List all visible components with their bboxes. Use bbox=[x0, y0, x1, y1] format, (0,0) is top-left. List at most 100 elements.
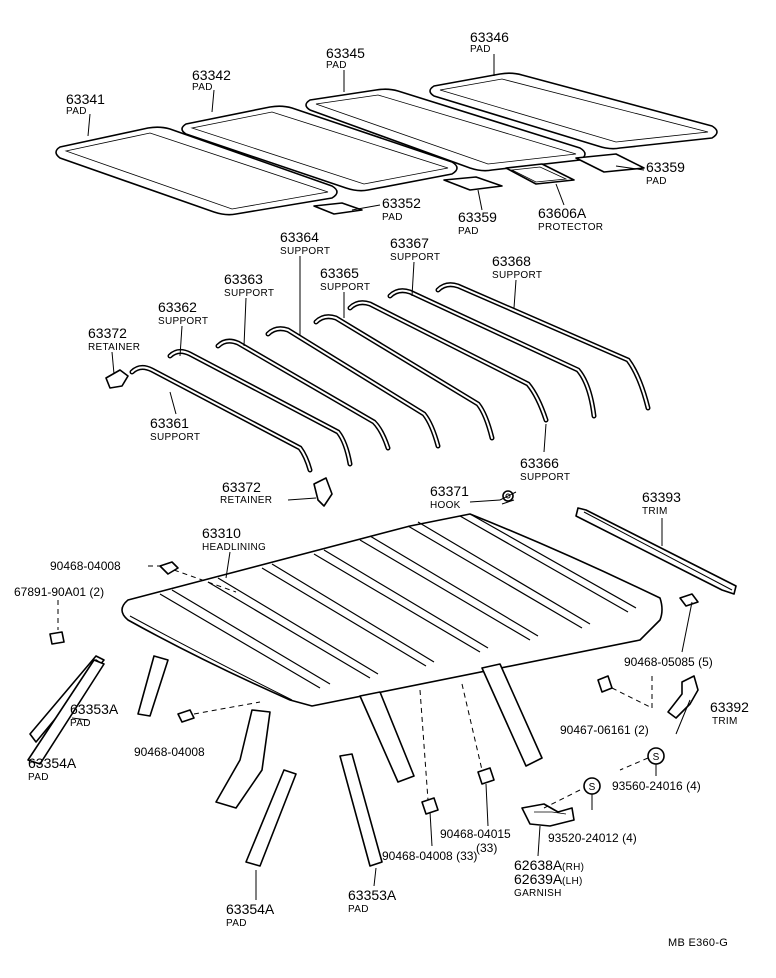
svg-text:PAD: PAD bbox=[382, 212, 403, 223]
svg-text:GARNISH: GARNISH bbox=[514, 888, 562, 899]
svg-text:63341: 63341 bbox=[66, 91, 105, 107]
label-63366: 63366 SUPPORT bbox=[520, 455, 570, 483]
footer-code: MB E360-G bbox=[668, 937, 728, 949]
label-63368: 63368 SUPPORT bbox=[492, 253, 542, 281]
svg-text:PROTECTOR: PROTECTOR bbox=[538, 222, 603, 233]
label-63346: 63346 PAD bbox=[470, 29, 509, 55]
label-63361: 63361 SUPPORT bbox=[150, 415, 200, 443]
svg-text:S: S bbox=[653, 752, 660, 763]
label-93520-24012: 93520-24012 (4) bbox=[548, 831, 637, 845]
support-rod-63365 bbox=[313, 314, 495, 441]
pillar-pad-mid bbox=[359, 691, 415, 783]
support-rod-63366 bbox=[347, 300, 549, 423]
svg-text:63362: 63362 bbox=[158, 299, 197, 315]
pillar-pad-left bbox=[215, 709, 271, 809]
svg-text:RETAINER: RETAINER bbox=[220, 495, 272, 506]
label-63352: 63352 PAD bbox=[382, 195, 421, 223]
svg-text:63354A: 63354A bbox=[28, 755, 77, 771]
svg-text:63310: 63310 bbox=[202, 525, 241, 541]
pad-63354a-left-long bbox=[27, 659, 105, 765]
svg-text:SUPPORT: SUPPORT bbox=[158, 316, 208, 327]
label-90468-04015: 90468-04015 (33) bbox=[440, 827, 511, 855]
label-63359-right: 63359 PAD bbox=[646, 159, 685, 187]
svg-text:63366: 63366 bbox=[520, 455, 559, 471]
label-90468-04008-left: 90468-04008 bbox=[134, 745, 205, 759]
svg-text:63361: 63361 bbox=[150, 415, 189, 431]
label-63353a-lower: 63353A PAD bbox=[348, 887, 397, 915]
garnish-62638a bbox=[521, 803, 575, 827]
svg-text:63359: 63359 bbox=[458, 209, 497, 225]
svg-text:63372: 63372 bbox=[88, 325, 127, 341]
clip-90468-04015 bbox=[477, 767, 495, 785]
svg-text:HEADLINING: HEADLINING bbox=[202, 542, 266, 553]
retainer-63372-left bbox=[105, 369, 129, 389]
svg-text:SUPPORT: SUPPORT bbox=[320, 282, 370, 293]
label-63354a-upper: 63354A PAD bbox=[28, 755, 77, 783]
svg-text:63365: 63365 bbox=[320, 265, 359, 281]
svg-text:PAD: PAD bbox=[192, 82, 213, 93]
svg-text:PAD: PAD bbox=[70, 718, 91, 729]
svg-text:63368: 63368 bbox=[492, 253, 531, 269]
svg-text:63364: 63364 bbox=[280, 229, 319, 245]
svg-text:63342: 63342 bbox=[192, 67, 231, 83]
svg-text:(RH): (RH) bbox=[562, 862, 584, 873]
svg-text:63359: 63359 bbox=[646, 159, 685, 175]
label-93560-24016: 93560-24016 (4) bbox=[612, 779, 701, 793]
label-63354a-lower: 63354A PAD bbox=[226, 901, 275, 929]
pad-63341 bbox=[55, 126, 338, 216]
clip-90468-04008-left bbox=[177, 709, 195, 723]
label-63371: 63371 HOOK bbox=[430, 483, 469, 511]
svg-text:TRIM: TRIM bbox=[642, 506, 668, 517]
clip-67891 bbox=[49, 631, 65, 645]
label-63393: 63393 TRIM bbox=[642, 489, 681, 517]
svg-text:PAD: PAD bbox=[646, 176, 667, 187]
svg-text:63372: 63372 bbox=[222, 479, 261, 495]
support-rod-63362 bbox=[167, 348, 353, 467]
svg-text:63346: 63346 bbox=[470, 29, 509, 45]
label-62638a: 62638A (RH) bbox=[514, 857, 584, 873]
label-63372-center: 63372 RETAINER bbox=[220, 479, 272, 506]
label-90467-06161: 90467-06161 (2) bbox=[560, 723, 649, 737]
pad-63359-strip-right bbox=[575, 153, 645, 173]
svg-text:SUPPORT: SUPPORT bbox=[150, 432, 200, 443]
label-67891-90a01: 67891-90A01 (2) bbox=[14, 585, 104, 599]
label-90468-04008-top: 90468-04008 bbox=[50, 559, 121, 573]
svg-text:63363: 63363 bbox=[224, 271, 263, 287]
support-rod-63368 bbox=[435, 282, 651, 411]
trim-63393 bbox=[575, 507, 737, 595]
support-rod-63363 bbox=[215, 338, 391, 451]
svg-text:TRIM: TRIM bbox=[712, 716, 738, 727]
trim-63392 bbox=[667, 675, 699, 719]
label-63345: 63345 PAD bbox=[326, 45, 365, 71]
pad-63359-strip-center bbox=[443, 176, 503, 191]
svg-text:(LH): (LH) bbox=[562, 876, 583, 887]
svg-text:PAD: PAD bbox=[348, 904, 369, 915]
support-rod-63364 bbox=[265, 326, 441, 449]
svg-text:HOOK: HOOK bbox=[430, 500, 461, 511]
clip-90467-06161 bbox=[597, 675, 613, 693]
svg-text:62639A: 62639A bbox=[514, 871, 563, 887]
svg-text:SUPPORT: SUPPORT bbox=[492, 270, 542, 281]
clip-90468-04008-top bbox=[159, 561, 179, 575]
svg-text:(33): (33) bbox=[476, 841, 497, 855]
label-63364: 63364 SUPPORT bbox=[280, 229, 330, 257]
svg-text:PAD: PAD bbox=[226, 918, 247, 929]
hook-63371 bbox=[499, 490, 517, 505]
label-63392: 63392 TRIM bbox=[710, 699, 749, 727]
svg-text:SUPPORT: SUPPORT bbox=[280, 246, 330, 257]
label-63367: 63367 SUPPORT bbox=[390, 235, 440, 263]
pad-63353a-lower bbox=[339, 753, 383, 867]
leader-lines bbox=[57, 54, 693, 900]
svg-text:63353A: 63353A bbox=[70, 701, 119, 717]
headlining-63310 bbox=[121, 513, 663, 707]
svg-text:PAD: PAD bbox=[66, 106, 87, 117]
label-90468-05085: 90468-05085 (5) bbox=[624, 655, 713, 669]
pad-63342 bbox=[181, 105, 458, 192]
support-rod-63367 bbox=[387, 288, 597, 419]
screw-clip-93560-icon: S bbox=[647, 747, 665, 765]
svg-text:63392: 63392 bbox=[710, 699, 749, 715]
svg-text:RETAINER: RETAINER bbox=[88, 342, 140, 353]
label-63372-left: 63372 RETAINER bbox=[88, 325, 140, 353]
pad-63352-strip bbox=[313, 202, 363, 215]
